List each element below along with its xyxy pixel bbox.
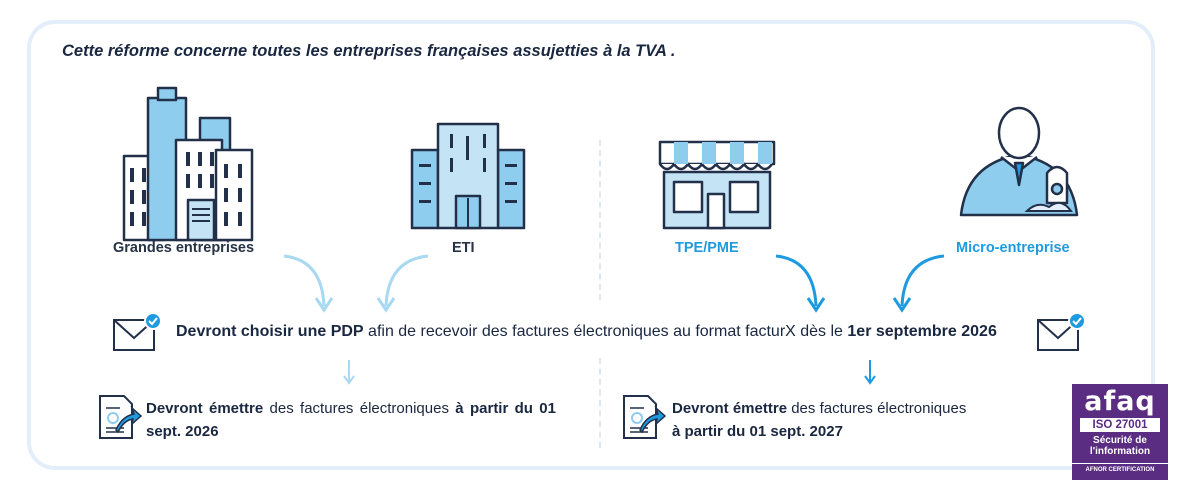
arrow-micro-curve-icon: [892, 254, 945, 313]
envelope-check-icon: [113, 312, 162, 351]
emit-left-text: Devront émettre des factures électroniqu…: [146, 397, 556, 443]
arrow-down-small-icon: [343, 360, 355, 385]
emit-right-bold1: Devront émettre: [672, 400, 788, 417]
label-tpe-pme: TPE/PME: [675, 240, 739, 256]
emit-right-date: à partir du 01 sept. 2027: [672, 423, 843, 440]
emit-left-date: à partir du 01 sept. 2026: [146, 400, 556, 440]
emit-left-bold1: Devront émettre: [146, 400, 264, 417]
arrow-eti-curve-icon: [376, 254, 429, 313]
invoice-send-icon: [99, 395, 143, 439]
skyscrapers-icon: [122, 86, 254, 242]
office-building-icon: [410, 122, 526, 230]
arrow-tpe-curve-icon: [775, 254, 826, 313]
pdp-middle-text: afin de recevoir des factures électroniq…: [363, 323, 848, 340]
envelope-check-icon: [1037, 312, 1086, 351]
vertical-divider-top: [599, 140, 601, 300]
entrepreneur-rocket-icon: [959, 106, 1079, 217]
content-frame: [27, 20, 1155, 470]
badge-line1: Sécurité de: [1093, 435, 1147, 446]
invoice-send-icon: [623, 395, 667, 439]
arrow-left-curve-icon: [283, 254, 334, 313]
pdp-bold-start: Devront choisir une PDP: [176, 323, 364, 340]
emit-right-text: Devront émettre des factures électroniqu…: [672, 397, 1012, 443]
page-headline: Cette réforme concerne toutes les entrep…: [62, 42, 676, 60]
badge-line2: l'information: [1089, 446, 1151, 457]
badge-footer: AFNOR CERTIFICATION: [1072, 463, 1168, 475]
label-micro-entreprise: Micro-entreprise: [956, 240, 1070, 256]
afaq-logo: afaq: [1084, 386, 1156, 417]
emit-right-text1: des factures électroniques: [787, 400, 967, 417]
label-eti: ETI: [452, 240, 475, 256]
pdp-requirement-text: Devront choisir une PDP afin de recevoir…: [176, 323, 997, 341]
pdp-date: 1er septembre 2026: [847, 323, 997, 340]
emit-left-text1: des factures électroniques: [263, 400, 456, 417]
iso-label: ISO 27001: [1080, 418, 1160, 432]
shop-storefront-icon: [658, 140, 776, 230]
arrow-down-small-icon: [864, 360, 876, 385]
afaq-iso-badge: afaq ISO 27001 Sécurité de l'information…: [1072, 384, 1168, 480]
vertical-divider-bottom: [599, 358, 601, 448]
label-grandes-entreprises: Grandes entreprises: [113, 240, 255, 256]
